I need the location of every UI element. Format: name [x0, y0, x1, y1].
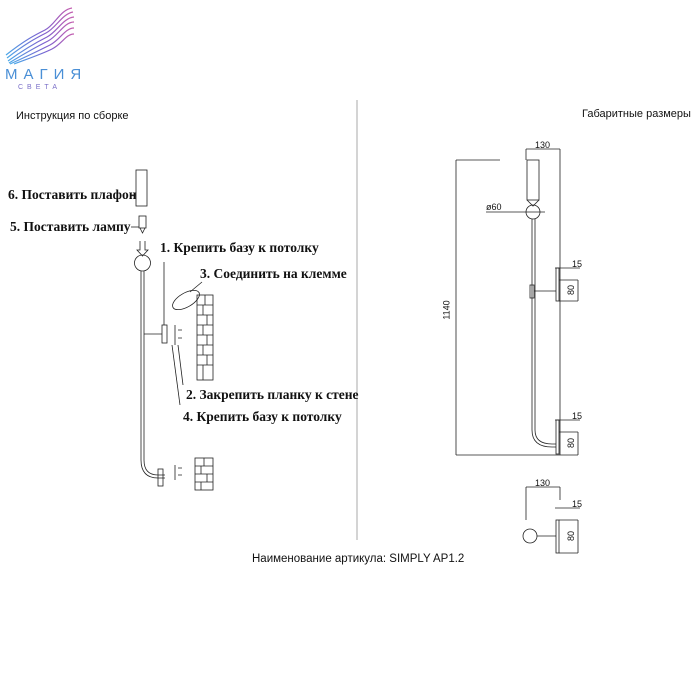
dim-side-offset: 15 — [572, 499, 583, 509]
dim-plate-offset-1: 15 — [572, 259, 583, 269]
dim-diameter: ø60 — [486, 202, 502, 212]
assembly-title: Инструкция по сборке — [16, 110, 129, 122]
step-6: 6. Поставить плафон — [8, 187, 137, 202]
step-2: 2. Закрепить планку к стене — [186, 387, 359, 402]
dimension-drawing — [455, 148, 580, 554]
logo-waves — [5, 7, 75, 65]
step-1: 1. Крепить базу к потолку — [160, 240, 319, 255]
dim-width-top: 130 — [535, 140, 551, 150]
dim-plate-height-2: 80 — [566, 437, 577, 449]
article-caption: Наименование артикула: SIMPLY AP1.2 — [252, 553, 465, 565]
logo-word: МАГИЯ — [5, 66, 88, 83]
dimensions-title: Габаритные размеры — [582, 108, 691, 120]
logo-subtitle: СВЕТА — [18, 84, 62, 91]
dim-plate-height-1: 80 — [566, 284, 577, 296]
dim-plate-offset-2: 15 — [572, 411, 583, 421]
step-5: 5. Поставить лампу — [10, 219, 131, 234]
dim-height: 1140 — [441, 300, 452, 320]
step-4: 4. Крепить базу к потолку — [183, 409, 342, 424]
dim-side-width: 130 — [535, 478, 551, 488]
assembly-diagram — [131, 169, 214, 491]
step-3: 3. Соединить на клемме — [200, 266, 347, 281]
dim-side-height: 80 — [566, 530, 577, 542]
